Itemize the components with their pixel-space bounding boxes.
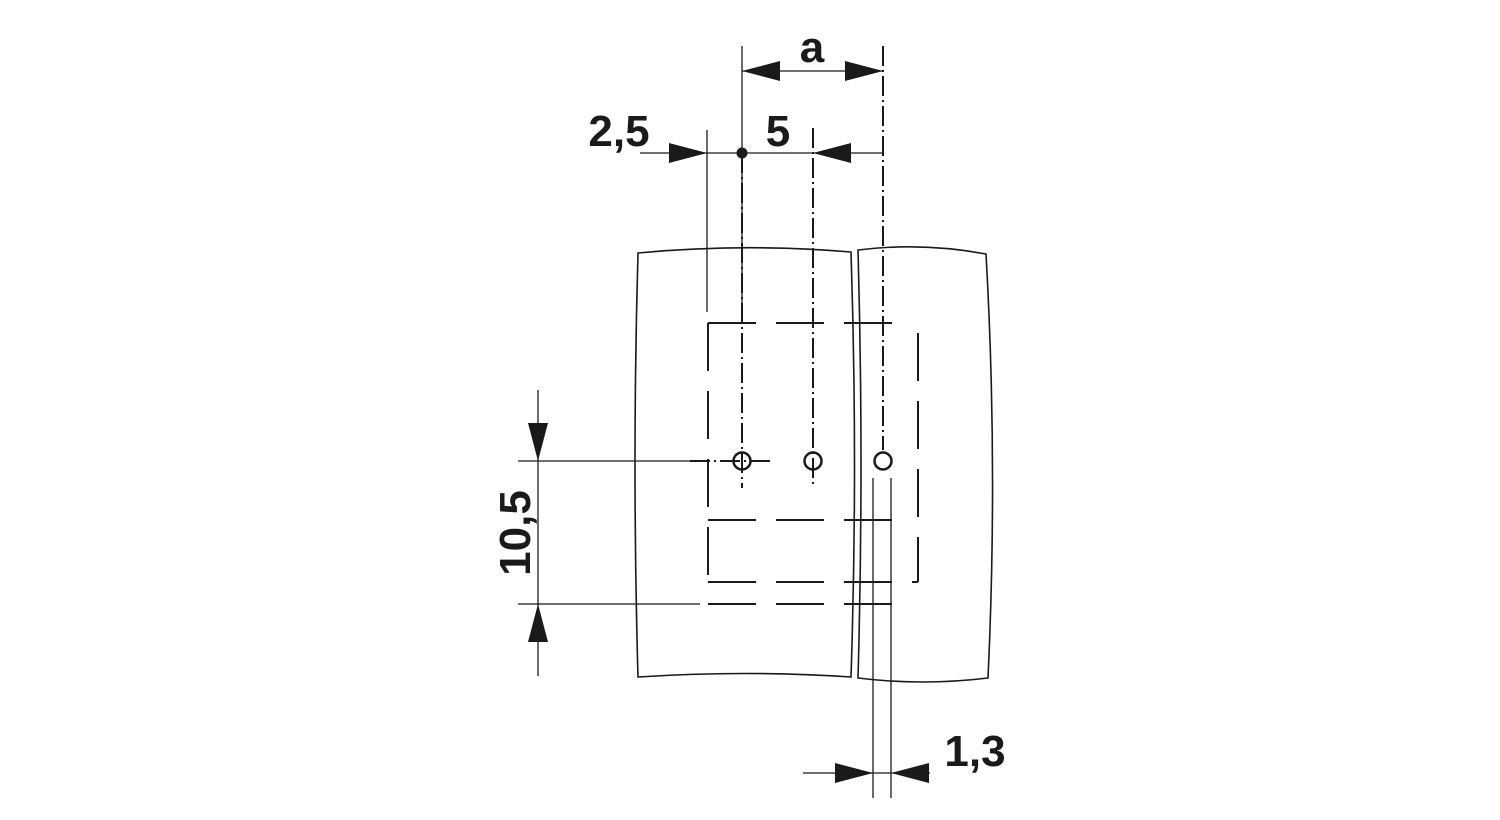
dimension-origin-dot [736,147,748,159]
dimension-10-5-label: 10,5 [491,490,540,576]
dimension-pin-thickness: 1,3 [803,727,1006,783]
hole-2 [803,451,823,471]
dimension-height: 10,5 [491,390,548,676]
dimension-a: a [742,23,883,81]
dimension-pitch: 2,5 5 [588,107,883,163]
right-board-outline [857,246,994,683]
extension-lines [518,46,892,798]
hole-3 [873,451,893,471]
dimension-2-5-label: 2,5 [588,107,649,156]
dimension-5-label: 5 [766,107,790,156]
dimension-a-label: a [800,23,825,72]
hole-1 [732,451,752,471]
dimension-1-3-label: 1,3 [944,727,1005,776]
